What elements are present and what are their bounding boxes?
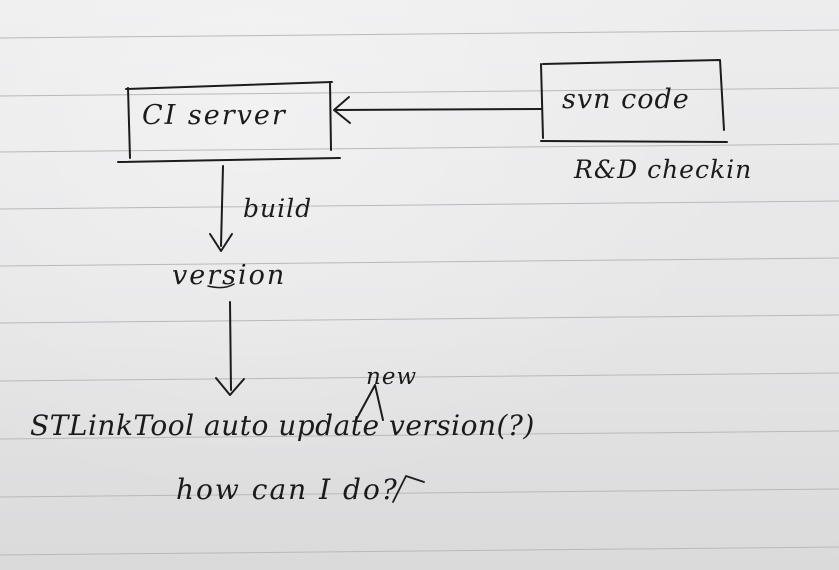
question-line-1: STLinkTool auto update version(?) (30, 409, 535, 442)
svn-code-label: svn code (562, 84, 690, 115)
build-label: build (243, 194, 313, 223)
question-line-2: how can I do? (176, 473, 399, 506)
ci-server-box (117, 81, 341, 163)
ci-server-label: CI server (142, 100, 287, 131)
ruled-lines (0, 29, 839, 556)
insert-caret (355, 384, 384, 421)
version-underline (207, 283, 235, 289)
version-label: version (172, 260, 287, 291)
svn-code-box (540, 59, 728, 143)
update-arrowhead (215, 377, 245, 396)
build-arrow (220, 165, 224, 247)
new-note-label: new (366, 364, 418, 390)
build-arrowhead (209, 233, 233, 252)
checkin-label: R&D checkin (574, 155, 753, 184)
checkin-arrowhead (333, 96, 351, 124)
checkin-arrow (334, 108, 542, 111)
do-caret (392, 475, 425, 503)
update-arrow (229, 301, 232, 391)
